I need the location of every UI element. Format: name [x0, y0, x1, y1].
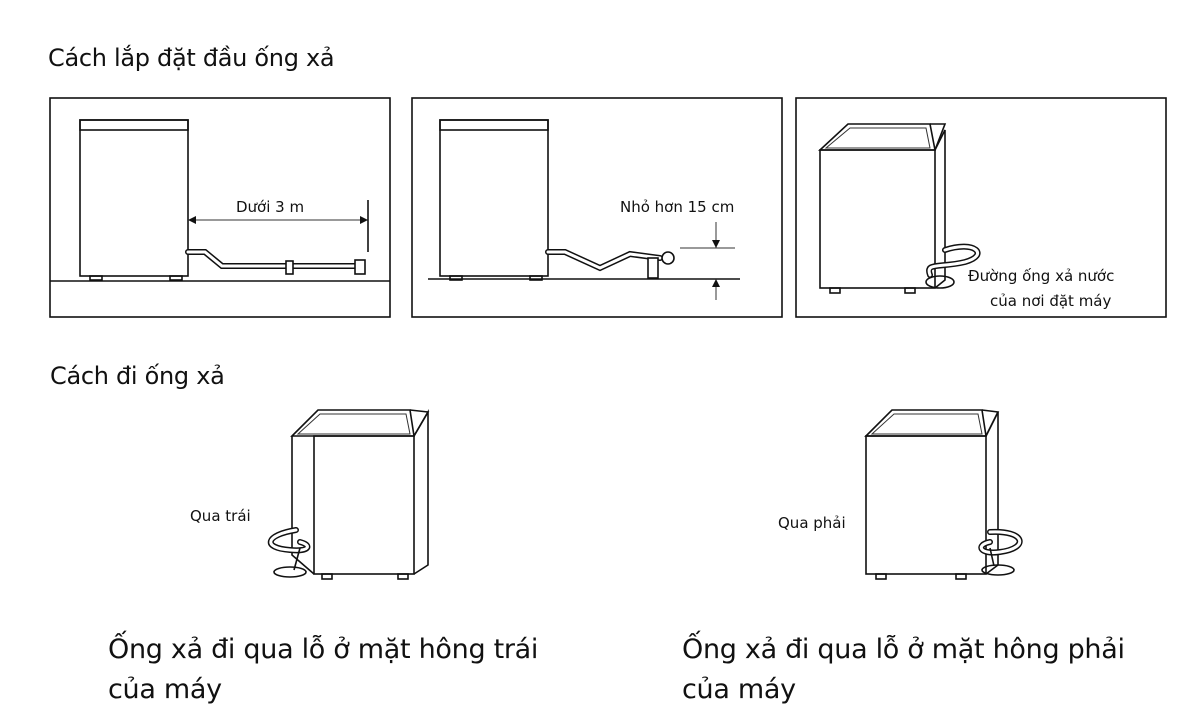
caption-left: Ống xả đi qua lỗ ở mặt hông trái của máy: [108, 630, 538, 710]
drain-hose-extended: [185, 249, 366, 275]
label-drain-pipe-line2: của nơi đặt máy: [990, 292, 1112, 310]
section-title-installation: Cách lắp đặt đầu ống xả: [48, 44, 335, 72]
panel-2-frame: [411, 97, 783, 318]
height-dimension: [680, 222, 735, 300]
drain-hose-coiled: [925, 243, 981, 289]
label-less-than-15cm: Nhỏ hơn 15 cm: [620, 198, 734, 216]
callout-left: Qua trái: [190, 507, 251, 525]
machine-left-routing: [267, 409, 430, 580]
label-drain-pipe-line1: Đường ống xả nước: [968, 267, 1114, 285]
panel-2-hose-height: Nhỏ hơn 15 cm: [411, 97, 783, 318]
distance-dimension: [188, 200, 369, 252]
label-under-3m: Dưới 3 m: [236, 198, 304, 216]
drain-hose-right: [978, 528, 1023, 576]
callout-right: Qua phải: [778, 514, 846, 532]
drain-hose-left: [267, 527, 311, 578]
machine-right-routing: [864, 409, 1023, 580]
caption-right-line2: của máy: [682, 674, 796, 705]
panel-1-hose-length: Dưới 3 m: [49, 97, 391, 318]
caption-right: Ống xả đi qua lỗ ở mặt hông phải của máy: [682, 630, 1125, 710]
washing-machine-3d-view: [817, 123, 947, 294]
caption-left-line1: Ống xả đi qua lỗ ở mặt hông trái: [108, 634, 539, 665]
washing-machine-side-view: [439, 119, 549, 281]
caption-right-line1: Ống xả đi qua lỗ ở mặt hông phải: [682, 634, 1125, 665]
panel-1-frame: [49, 97, 391, 318]
panel-3-frame: [795, 97, 1167, 318]
washing-machine-side-view: [79, 119, 189, 281]
panel-3-floor-drain: Đường ống xả nước của nơi đặt máy: [795, 97, 1167, 318]
section-title-hose-routing: Cách đi ống xả: [50, 362, 225, 390]
drain-hose-raised: [545, 249, 675, 279]
caption-left-line2: của máy: [108, 674, 222, 705]
